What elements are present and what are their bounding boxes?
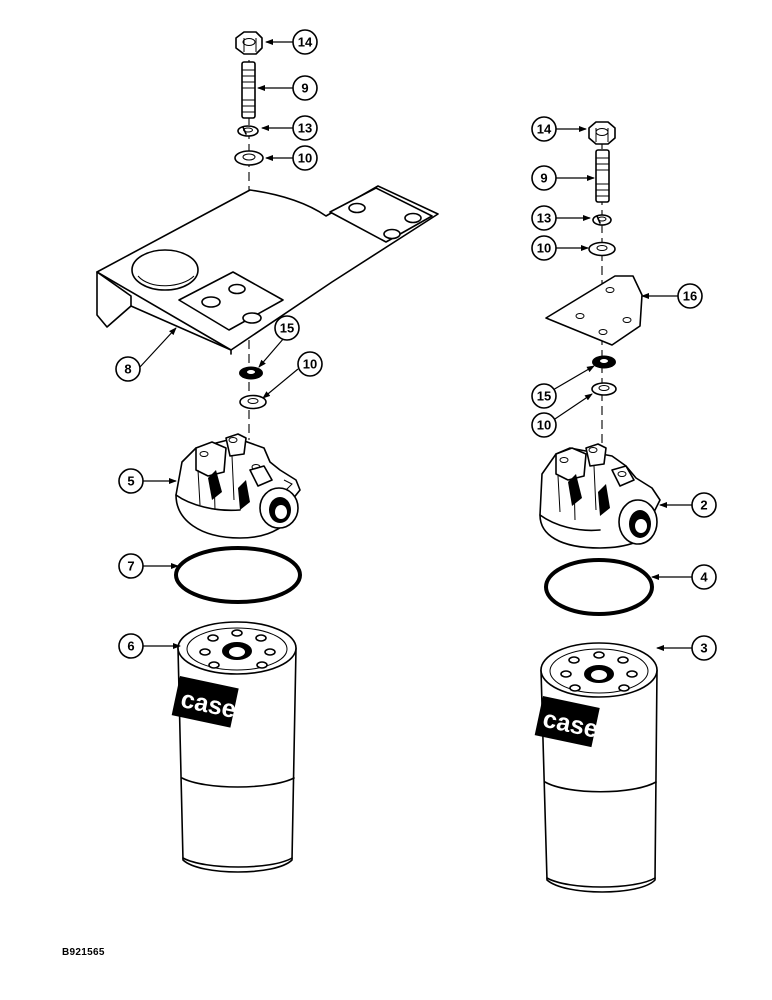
figure-reference-code: B921565 [62, 947, 105, 958]
right-hex-nut [588, 121, 616, 145]
svg-text:15: 15 [537, 389, 551, 404]
left-seal-washer [239, 366, 263, 380]
right-seal-washer [592, 355, 616, 369]
svg-text:4: 4 [700, 570, 708, 585]
svg-text:2: 2 [700, 498, 707, 513]
svg-text:7: 7 [127, 559, 134, 574]
svg-text:13: 13 [537, 211, 551, 226]
right-filter-case-logo: case [534, 696, 601, 748]
right-flat-washer-upper [588, 241, 616, 257]
svg-text:8: 8 [124, 362, 131, 377]
callout-left-stud: 9 [292, 75, 318, 101]
callout-right-filter-head: 2 [691, 492, 717, 518]
svg-text:3: 3 [700, 641, 707, 656]
svg-text:9: 9 [540, 171, 547, 186]
right-assembly [539, 121, 661, 893]
callout-right-seal-washer: 15 [531, 383, 557, 409]
callout-left-o-ring: 7 [118, 553, 144, 579]
svg-text:10: 10 [537, 418, 551, 433]
right-lock-washer [592, 214, 612, 226]
svg-text:15: 15 [280, 321, 294, 336]
svg-text:10: 10 [303, 357, 317, 372]
left-flat-washer-upper [234, 150, 264, 166]
left-stud [241, 61, 256, 119]
left-filter-case-logo: case [171, 676, 239, 728]
right-filter-head [539, 443, 661, 549]
callout-left-seal-washer: 15 [274, 315, 300, 341]
callout-balloons: 14 9 13 10 8 15 10 5 7 6 14 [115, 29, 717, 661]
right-o-ring [544, 558, 654, 616]
callout-left-bracket: 8 [115, 356, 141, 382]
svg-text:10: 10 [537, 241, 551, 256]
callout-right-washer-upper: 10 [531, 235, 557, 261]
svg-text:5: 5 [127, 474, 134, 489]
callout-left-lock-washer: 13 [292, 115, 318, 141]
callout-left-filter-head: 5 [118, 468, 144, 494]
svg-text:16: 16 [683, 289, 697, 304]
callout-right-lock-washer: 13 [531, 205, 557, 231]
left-flat-washer-lower [239, 394, 267, 410]
left-filter-element [177, 621, 297, 873]
svg-text:10: 10 [298, 151, 312, 166]
svg-text:6: 6 [127, 639, 134, 654]
svg-text:13: 13 [298, 121, 312, 136]
callout-right-stud: 9 [531, 165, 557, 191]
callout-right-plate: 16 [677, 283, 703, 309]
left-o-ring [174, 546, 302, 604]
svg-text:14: 14 [537, 122, 552, 137]
right-stud [595, 149, 610, 203]
callout-right-nut: 14 [531, 116, 557, 142]
right-flat-washer-lower [591, 382, 617, 396]
callout-left-washer-lower: 10 [297, 351, 323, 377]
left-mounting-bracket [96, 185, 439, 355]
left-lock-washer [237, 125, 259, 137]
callout-right-o-ring: 4 [691, 564, 717, 590]
callout-right-filter: 3 [691, 635, 717, 661]
svg-text:14: 14 [298, 35, 313, 50]
svg-text:9: 9 [301, 81, 308, 96]
right-filter-element [540, 642, 658, 893]
callout-left-nut: 14 [292, 29, 318, 55]
callout-left-washer-upper: 10 [292, 145, 318, 171]
callout-right-washer-lower: 10 [531, 412, 557, 438]
left-hex-nut [235, 31, 263, 55]
right-mounting-plate [545, 275, 643, 346]
callout-left-filter: 6 [118, 633, 144, 659]
left-filter-head [175, 433, 301, 539]
